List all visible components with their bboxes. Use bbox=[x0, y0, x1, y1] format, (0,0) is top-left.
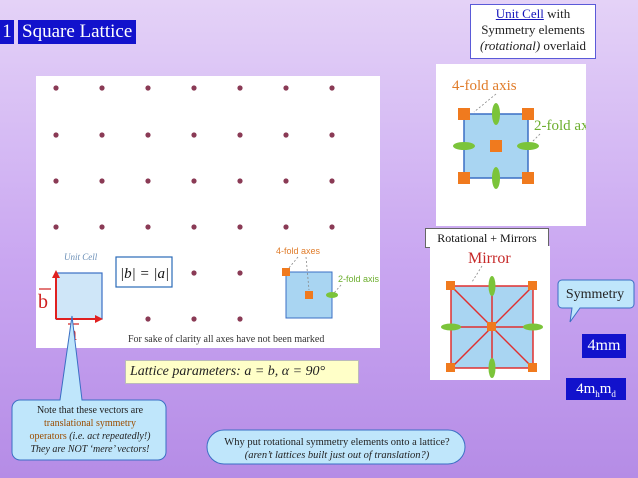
rotational-mirrors-label: Rotational + Mirrors bbox=[425, 228, 549, 248]
lattice-point bbox=[99, 178, 105, 184]
fourfold-marker-center bbox=[490, 140, 502, 152]
twofold-axis-label: 2-fold axis bbox=[338, 274, 380, 284]
lattice-point bbox=[283, 224, 289, 230]
twofold-marker-bottom bbox=[492, 167, 500, 189]
rotational-axes-panel: 4-fold axis 2-fold axis bbox=[436, 64, 599, 226]
equation-text: |b| = |a| bbox=[120, 266, 169, 282]
equation-box bbox=[115, 256, 173, 288]
point-group-4mhmd: 4mhmd bbox=[566, 378, 626, 400]
lattice-point bbox=[191, 132, 197, 138]
why-callout-bubble bbox=[206, 429, 466, 465]
lattice-point bbox=[237, 85, 243, 91]
lattice-point bbox=[145, 132, 151, 138]
lattice-panel: Unit Cell b a |b| = |a| 4-fold axes 2-fo… bbox=[36, 76, 380, 348]
fourfold-marker-bl bbox=[458, 172, 470, 184]
why-callout: Why put rotational symmetry elements ont… bbox=[224, 437, 450, 461]
lattice-point bbox=[237, 270, 243, 276]
lattice-point bbox=[237, 178, 243, 184]
note-callout: Note that these vectors are translationa… bbox=[29, 405, 151, 455]
lattice-point bbox=[283, 85, 289, 91]
fourfold-marker-tl bbox=[458, 108, 470, 120]
lattice-point bbox=[329, 132, 335, 138]
mirror-panel: Mirror bbox=[430, 246, 550, 380]
fourfold-marker-center bbox=[305, 291, 313, 299]
lattice-point bbox=[283, 178, 289, 184]
lattice-point bbox=[191, 85, 197, 91]
lattice-point bbox=[145, 85, 151, 91]
unit-cell-label: Unit Cell bbox=[64, 252, 98, 262]
lattice-point bbox=[53, 178, 59, 184]
vector-b-head bbox=[52, 270, 60, 278]
lattice-point bbox=[145, 224, 151, 230]
vector-b-label: b bbox=[38, 291, 48, 313]
lattice-point bbox=[191, 224, 197, 230]
lattice-point bbox=[145, 316, 151, 322]
fourfold-marker-center bbox=[487, 322, 496, 331]
fourfold-axes-label: 4-fold axes bbox=[276, 246, 321, 256]
twofold-marker-top bbox=[492, 103, 500, 125]
lattice-points bbox=[53, 85, 335, 322]
fourfold-marker-tr bbox=[522, 108, 534, 120]
lattice-point bbox=[191, 316, 197, 322]
lattice-point bbox=[99, 224, 105, 230]
lattice-point bbox=[145, 178, 151, 184]
note-callout-bubble bbox=[11, 315, 167, 461]
mirror-diagram: Mirror bbox=[441, 250, 543, 378]
twofold-axis-label: 2-fold axis bbox=[534, 118, 586, 134]
point-group-4mm: 4mm bbox=[582, 334, 626, 358]
fourfold-marker-br bbox=[522, 172, 534, 184]
symmetry-callout: Symmetry bbox=[565, 287, 625, 302]
unit-cell-info-line2: Symmetry elements bbox=[481, 22, 585, 37]
fourfold-axis-label: 4-fold axis bbox=[452, 78, 517, 94]
unit-cell-link[interactable]: Unit Cell bbox=[495, 6, 544, 21]
lattice-point bbox=[191, 270, 197, 276]
lattice-point bbox=[329, 224, 335, 230]
lattice-point bbox=[99, 132, 105, 138]
twofold-marker-right bbox=[517, 142, 539, 150]
symmetry-callout-bubble bbox=[557, 279, 635, 323]
twofold-marker bbox=[326, 292, 338, 298]
lattice-point bbox=[283, 132, 289, 138]
lattice-diagram: Unit Cell b a |b| = |a| 4-fold axes 2-fo… bbox=[38, 85, 380, 345]
lattice-point bbox=[99, 85, 105, 91]
lattice-point bbox=[329, 85, 335, 91]
lattice-point bbox=[53, 85, 59, 91]
slide-number: 1 bbox=[0, 20, 14, 44]
lattice-parameters: Lattice parameters: a = b, α = 90° bbox=[125, 360, 359, 384]
mirror-label: Mirror bbox=[468, 250, 511, 267]
lattice-point bbox=[53, 132, 59, 138]
lattice-point bbox=[329, 178, 335, 184]
unit-cell-info-box: Unit Cell with Symmetry elements (rotati… bbox=[470, 4, 596, 59]
unit-cell-info-rotational: (rotational) bbox=[479, 38, 541, 53]
lattice-point bbox=[53, 224, 59, 230]
lattice-point bbox=[191, 178, 197, 184]
twofold-marker-left bbox=[453, 142, 475, 150]
rotational-axes-diagram: 4-fold axis 2-fold axis bbox=[452, 78, 599, 189]
lattice-point bbox=[237, 316, 243, 322]
vector-a-head bbox=[95, 315, 103, 323]
lattice-point bbox=[237, 224, 243, 230]
unit-cell-info-with: with bbox=[543, 6, 571, 21]
clarity-note: For sake of clarity all axes have not be… bbox=[128, 334, 324, 345]
slide-title: Square Lattice bbox=[18, 20, 137, 44]
unit-cell-info-overlaid: overlaid bbox=[540, 38, 587, 53]
lattice-point bbox=[237, 132, 243, 138]
fourfold-marker-corner bbox=[282, 268, 290, 276]
